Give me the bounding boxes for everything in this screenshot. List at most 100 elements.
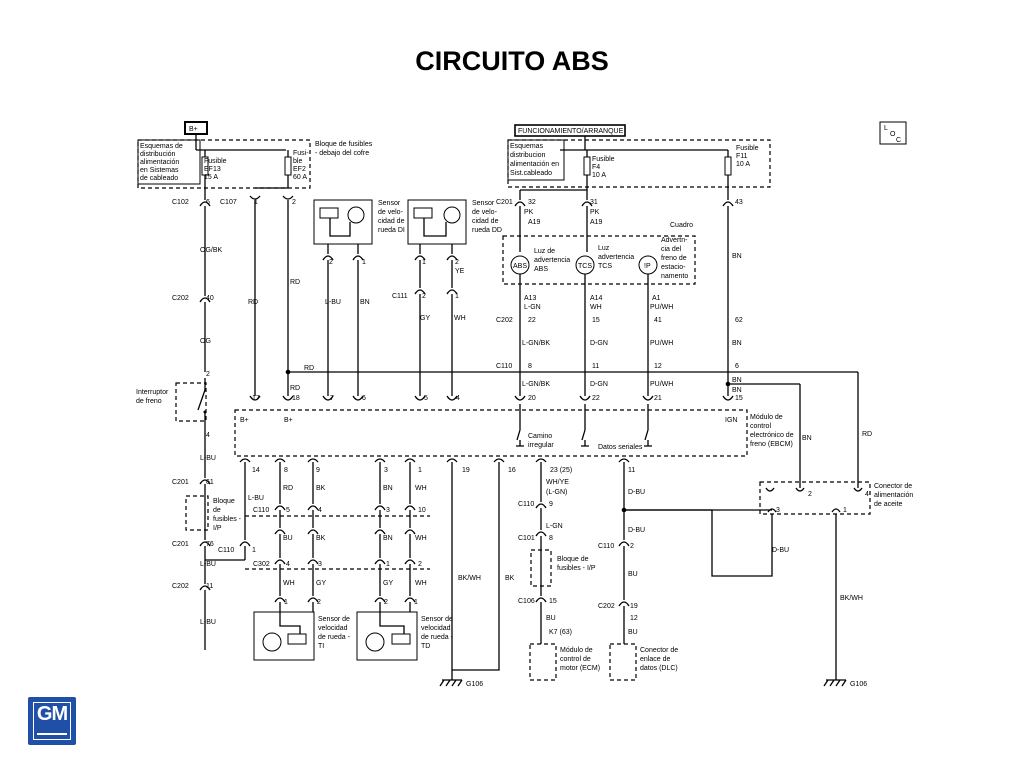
svg-text:en Sistemas: en Sistemas	[140, 167, 179, 174]
svg-text:L-GN/BK: L-GN/BK	[522, 340, 550, 347]
svg-text:2: 2	[630, 543, 634, 550]
svg-text:PK: PK	[590, 209, 600, 216]
svg-text:L-BU: L-BU	[200, 619, 216, 626]
svg-text:PU/WH: PU/WH	[650, 381, 673, 388]
svg-text:3: 3	[386, 507, 390, 514]
svg-text:1: 1	[422, 259, 426, 266]
svg-text:C201: C201	[172, 479, 189, 486]
svg-text:8: 8	[284, 467, 288, 474]
svg-text:C102: C102	[172, 199, 189, 206]
svg-text:C107: C107	[220, 199, 237, 206]
svg-text:irregular: irregular	[528, 442, 554, 449]
svg-text:L-BU: L-BU	[200, 561, 216, 568]
svg-text:C101: C101	[518, 535, 535, 542]
svg-text:de aceite: de aceite	[874, 501, 903, 508]
svg-text:43: 43	[735, 199, 743, 206]
svg-text:Fusible: Fusible	[204, 158, 227, 165]
ebcm-top-pins	[249, 395, 734, 401]
svg-text:32: 32	[528, 199, 536, 206]
svg-text:Sensor: Sensor	[378, 200, 401, 207]
svg-text:2: 2	[418, 561, 422, 568]
fuse-block-ip-left: Bloque de fusibles - I/P	[185, 495, 242, 532]
svg-text:Esquemas de: Esquemas de	[140, 143, 183, 150]
svg-text:distribución: distribución	[140, 151, 176, 158]
svg-text:control: control	[750, 423, 771, 430]
svg-text:L-GN/BK: L-GN/BK	[522, 381, 550, 388]
svg-text:PU/WH: PU/WH	[650, 340, 673, 347]
svg-text:62: 62	[735, 317, 743, 324]
run-start-label: FUNCIONAMIENTO/ARRANQUE	[518, 128, 624, 135]
ebcm-bottom-pins	[239, 458, 630, 463]
svg-text:L-GN: L-GN	[546, 523, 563, 530]
svg-text:40: 40	[206, 295, 214, 302]
svg-text:Interruptor: Interruptor	[136, 389, 169, 396]
svg-text:- debajo del cofre: - debajo del cofre	[315, 150, 369, 157]
svg-text:de freno: de freno	[136, 398, 162, 405]
b-plus-label: B+	[189, 126, 198, 133]
svg-text:F11: F11	[736, 153, 748, 160]
svg-text:!P: !P	[644, 263, 651, 270]
page-title: CIRCUITO ABS	[415, 46, 609, 76]
svg-text:12: 12	[630, 615, 638, 622]
svg-text:Fusible: Fusible	[736, 145, 759, 152]
svg-text:BN: BN	[732, 377, 742, 384]
svg-text:TD: TD	[421, 643, 430, 650]
svg-text:RD: RD	[248, 299, 258, 306]
svg-text:Sist.cableado: Sist.cableado	[510, 170, 552, 177]
svg-text:A1: A1	[652, 295, 661, 302]
fuse-f11: Fusible F11 10 A	[724, 145, 759, 176]
svg-text:velocidad: velocidad	[318, 625, 348, 632]
svg-text:Bloque de: Bloque de	[557, 556, 589, 563]
svg-text:(L-GN): (L-GN)	[546, 489, 567, 496]
svg-text:22: 22	[528, 317, 536, 324]
svg-text:15 A: 15 A	[204, 174, 218, 181]
brake-switch: Interruptor de freno	[136, 378, 207, 430]
svg-text:L-GN: L-GN	[524, 304, 541, 311]
svg-text:BK/WH: BK/WH	[840, 595, 863, 602]
svg-text:de: de	[213, 507, 221, 514]
svg-text:BU: BU	[283, 535, 293, 542]
svg-text:BN: BN	[732, 253, 742, 260]
svg-text:D-BU: D-BU	[772, 547, 789, 554]
svg-text:31: 31	[590, 199, 598, 206]
svg-text:BN: BN	[732, 387, 742, 394]
svg-text:alimentación: alimentación	[140, 159, 179, 166]
svg-text:BU: BU	[628, 629, 638, 636]
svg-text:L: L	[884, 125, 888, 132]
svg-text:alimentación en: alimentación en	[510, 161, 559, 168]
svg-text:WH: WH	[415, 580, 427, 587]
svg-text:5: 5	[424, 395, 428, 402]
svg-text:de velo-: de velo-	[472, 209, 498, 216]
svg-text:D-GN: D-GN	[590, 340, 608, 347]
svg-text:alimentación: alimentación	[874, 492, 913, 499]
svg-text:I/P: I/P	[213, 525, 222, 532]
svg-text:BK: BK	[316, 535, 326, 542]
svg-text:2: 2	[317, 599, 321, 606]
svg-text:18: 18	[292, 395, 300, 402]
svg-text:1: 1	[414, 599, 418, 606]
svg-text:2: 2	[455, 259, 459, 266]
gm-logo: GM	[28, 697, 76, 745]
svg-text:WH: WH	[590, 304, 602, 311]
svg-text:11: 11	[628, 467, 635, 474]
svg-text:Sensor de: Sensor de	[421, 616, 453, 623]
svg-text:RD: RD	[862, 431, 872, 438]
svg-text:14: 14	[252, 467, 260, 474]
svg-text:Datos seriales: Datos seriales	[598, 444, 643, 451]
svg-text:OG: OG	[200, 338, 211, 345]
rear-left-wheel-sensor: Sensor de velocidad de rueda - TI	[253, 611, 351, 661]
svg-text:Esquemas: Esquemas	[510, 143, 544, 150]
svg-text:C106: C106	[518, 598, 535, 605]
svg-text:60 A: 60 A	[293, 174, 307, 181]
svg-text:11: 11	[206, 583, 213, 590]
svg-text:C202: C202	[172, 583, 189, 590]
svg-text:advertencia: advertencia	[534, 257, 570, 264]
svg-text:BK: BK	[316, 485, 326, 492]
svg-text:BK: BK	[505, 575, 515, 582]
svg-text:WH/YE: WH/YE	[546, 479, 569, 486]
svg-text:Advertn-: Advertn-	[661, 237, 688, 244]
svg-text:G106: G106	[466, 681, 483, 688]
svg-text:C110: C110	[496, 363, 512, 370]
svg-text:61: 61	[206, 479, 214, 486]
